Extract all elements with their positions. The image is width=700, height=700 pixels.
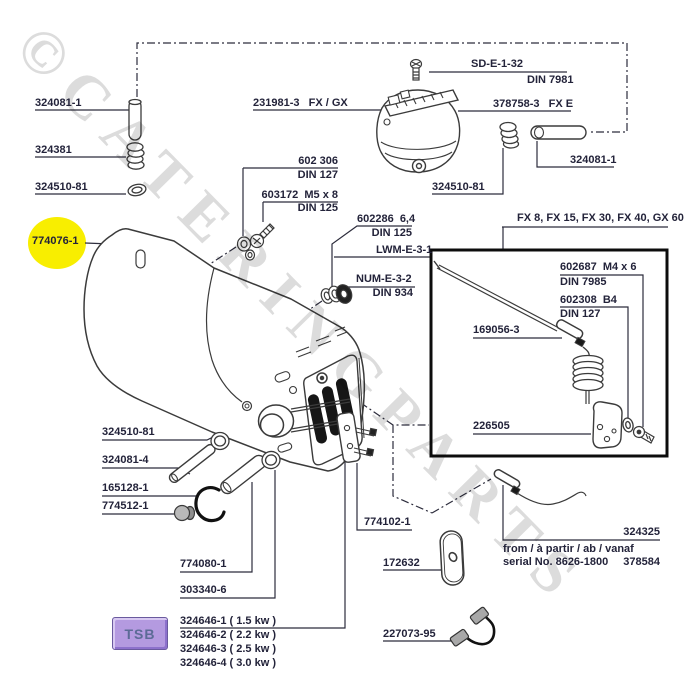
part-label-602687: 602687 M4 x 6 — [560, 261, 637, 273]
top-slot-hole — [135, 249, 146, 269]
cover-plate-172632 — [439, 530, 465, 586]
highlight-ellipse — [28, 217, 86, 269]
part-label-324510-81-c: 324510-81 — [102, 426, 155, 438]
screw-sd-e-1-32 — [409, 58, 423, 81]
part-label-231981-3: 231981-3 FX / GX — [253, 97, 348, 109]
spec-label-din-125-b: DIN 125 — [371, 227, 412, 239]
part-label-sd-e-1-32: SD-E-1-32 — [471, 58, 523, 70]
spec-label-din-7985: DIN 7985 — [560, 276, 607, 288]
pipe-324081-1-left — [128, 98, 142, 141]
spring-324381 — [126, 142, 145, 170]
inset-box — [429, 248, 669, 458]
pressure-switch — [376, 89, 461, 174]
washers-nut-stack — [320, 284, 353, 304]
note-serial-number: serial No. 8626-1800 — [503, 556, 609, 568]
pipe-324081-4 — [168, 443, 216, 484]
part-label-774512-1: 774512-1 — [102, 500, 149, 512]
screw-603172 — [249, 223, 275, 249]
ring-303340-6 — [261, 450, 281, 470]
part-label-303340-6: 303340-6 — [180, 584, 227, 596]
screw-602687 — [632, 425, 655, 444]
part-label-602306: 602 306 — [298, 155, 338, 167]
spec-label-din-934: DIN 934 — [372, 287, 413, 299]
part-label-169056-3: 169056-3 — [473, 324, 520, 336]
spec-label-din-7981: DIN 7981 — [527, 74, 574, 86]
part-label-324510-81-b: 324510-81 — [432, 181, 485, 193]
part-label-num-e-3-2: NUM-E-3-2 — [356, 273, 412, 285]
spring-washer-324510-81 — [499, 121, 520, 149]
pipe-774080-1 — [220, 454, 267, 495]
spec-label-din-125-a: DIN 125 — [297, 202, 338, 214]
part-label-602308: 602308 B4 — [560, 294, 617, 306]
part-label-774102-1: 774102-1 — [364, 516, 411, 528]
part-label-324646-4: 324646-4 ( 3.0 kw ) — [180, 657, 277, 669]
capillary-probe-324325 — [493, 469, 587, 506]
mounting-studs — [353, 427, 378, 457]
model-list-label: FX 8, FX 15, FX 30, FX 40, GX 60 — [517, 212, 684, 224]
part-label-324381: 324381 — [35, 144, 72, 156]
part-label-603172: 603172 M5 x 8 — [261, 189, 338, 201]
part-label-324646-2: 324646-2 ( 2.2 kw ) — [180, 629, 277, 641]
washer-602306 — [236, 236, 256, 261]
clamp-bracket — [336, 411, 361, 463]
tsb-button[interactable]: TSB — [112, 617, 168, 650]
washer-324510-81-bottom — [210, 431, 230, 451]
jumper-wire-227073-95 — [449, 606, 496, 647]
part-label-227073-95: 227073-95 — [383, 628, 436, 640]
level-probe-assembly — [433, 260, 623, 449]
sensor-body-226505 — [592, 401, 623, 449]
heating-element — [290, 378, 378, 463]
note-from-serial: from / à partir / ab / vanaf — [503, 543, 634, 555]
part-label-774080-1: 774080-1 — [180, 558, 227, 570]
spec-label-din-127-b: DIN 127 — [560, 308, 601, 320]
part-label-378758-3: 378758-3 FX E — [493, 98, 574, 110]
part-label-324325: 324325 — [623, 526, 660, 538]
terminal-strip — [383, 89, 460, 117]
plug-774512-1 — [173, 504, 196, 522]
part-label-lwm-e-3-1: LWM-E-3-1 — [376, 244, 433, 256]
part-label-172632: 172632 — [383, 557, 420, 569]
part-label-378584: 378584 — [623, 556, 660, 568]
part-label-324510-81-a: 324510-81 — [35, 181, 88, 193]
pipe-324081-1-right — [530, 125, 587, 140]
part-label-324081-1-left: 324081-1 — [35, 97, 82, 109]
circlip-165128-1 — [194, 486, 226, 523]
washer-602308 — [622, 417, 634, 433]
part-label-774076-1-highlighted: 774076-1 — [32, 235, 79, 247]
part-label-226505: 226505 — [473, 420, 510, 432]
part-label-165128-1: 165128-1 — [102, 482, 149, 494]
part-label-602286: 602286 6,4 — [357, 213, 416, 225]
part-label-324081-4: 324081-4 — [102, 454, 149, 466]
part-label-324646-3: 324646-3 ( 2.5 kw ) — [180, 643, 277, 655]
part-label-324646-1: 324646-1 ( 1.5 kw ) — [180, 615, 277, 627]
part-label-324081-1-right: 324081-1 — [570, 154, 617, 166]
washer-324510-81-topleft — [127, 183, 147, 197]
spec-label-din-127-a: DIN 127 — [297, 169, 338, 181]
